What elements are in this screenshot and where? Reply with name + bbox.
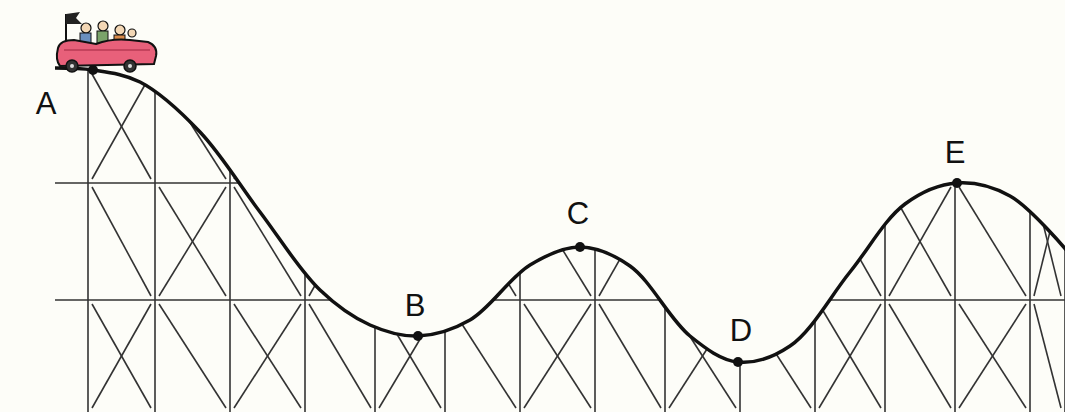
trestle-beam xyxy=(669,304,736,408)
trestle-beam xyxy=(954,60,956,412)
trestle-beam xyxy=(449,187,516,296)
trestle-beam xyxy=(304,60,306,412)
trestle-beam xyxy=(524,187,591,296)
trestle-beam xyxy=(819,74,881,179)
trestle-beam xyxy=(374,60,376,412)
trestle-beam xyxy=(92,187,151,296)
trestle-beam xyxy=(92,74,151,179)
trestle-beam xyxy=(379,74,441,179)
trestle-beam xyxy=(92,74,151,179)
trestle-beam xyxy=(524,74,591,179)
trestle-beam xyxy=(154,60,156,412)
trestle-beam xyxy=(669,74,736,179)
point-label: D xyxy=(728,315,754,346)
trestle-beam xyxy=(889,187,951,296)
trestle-beam xyxy=(889,187,951,296)
trestle-beam xyxy=(234,304,301,408)
track-points xyxy=(88,65,962,367)
point-label: B xyxy=(403,290,428,321)
trestle-beam xyxy=(48,299,1065,301)
point-label: C xyxy=(565,198,591,229)
trestle-beam xyxy=(524,74,591,179)
trestle-beam xyxy=(309,187,371,296)
trestle-beam xyxy=(519,60,521,412)
track-point xyxy=(575,242,585,252)
trestle-beam xyxy=(819,304,881,408)
trestle-beam xyxy=(234,304,301,408)
trestle-beam xyxy=(959,304,1026,408)
trestle-beam xyxy=(449,304,516,408)
track-point xyxy=(733,357,743,367)
trestle-beam xyxy=(234,187,301,296)
point-label: E xyxy=(943,137,968,168)
trestle-beam xyxy=(819,304,881,408)
trestle-beam xyxy=(1029,60,1031,412)
trestle-beam xyxy=(309,187,371,296)
trestle-beam xyxy=(664,60,666,412)
trestle-beam xyxy=(234,74,301,179)
coaster-car xyxy=(57,12,156,72)
trestle-beam xyxy=(669,187,736,296)
trestle-beam xyxy=(449,74,516,179)
trestle-beam xyxy=(159,187,226,296)
point-label: A xyxy=(34,88,59,119)
trestle-beam xyxy=(159,187,226,296)
trestle-beam xyxy=(444,60,446,412)
trestle-beam xyxy=(1064,60,1065,412)
trestle-beam xyxy=(1034,304,1061,408)
trestle-beam xyxy=(744,187,811,296)
trestle-beam xyxy=(1034,74,1061,179)
trestle-beam xyxy=(599,187,661,296)
trestle-beam xyxy=(599,187,661,296)
trestle-beam xyxy=(92,304,151,408)
trestle-beam xyxy=(234,74,301,179)
trestle-beam xyxy=(959,74,1026,179)
trestle-beam xyxy=(229,60,231,412)
trestle-beam xyxy=(814,60,816,412)
wooden-trestle xyxy=(48,60,1065,412)
trestle-beam xyxy=(819,74,881,179)
trestle-beam xyxy=(524,304,591,408)
trestle-beam xyxy=(92,304,151,408)
trestle-beam xyxy=(959,187,1026,296)
trestle-beam xyxy=(744,187,811,296)
trestle-beam xyxy=(744,74,811,179)
trestle-beam xyxy=(309,74,371,179)
trestle-beam xyxy=(159,304,226,408)
trestle-beam xyxy=(599,304,661,408)
trestle-beam xyxy=(889,304,951,408)
track-point xyxy=(952,178,962,188)
trestle-beam xyxy=(959,74,1026,179)
trestle-beam xyxy=(669,74,736,179)
trestle-beam xyxy=(669,304,736,408)
trestle-beam xyxy=(379,187,441,296)
trestle-beam xyxy=(48,182,1065,184)
track-point xyxy=(88,65,98,75)
trestle-beam xyxy=(87,60,89,412)
trestle-beam xyxy=(449,187,516,296)
trestle-beam xyxy=(524,304,591,408)
trestle-beam xyxy=(884,60,886,412)
coaster-track xyxy=(55,68,1065,362)
trestle-beam xyxy=(959,304,1026,408)
track-point xyxy=(413,331,423,341)
trestle-beam xyxy=(599,74,661,179)
trestle-beam xyxy=(379,74,441,179)
trestle-beam xyxy=(594,60,596,412)
